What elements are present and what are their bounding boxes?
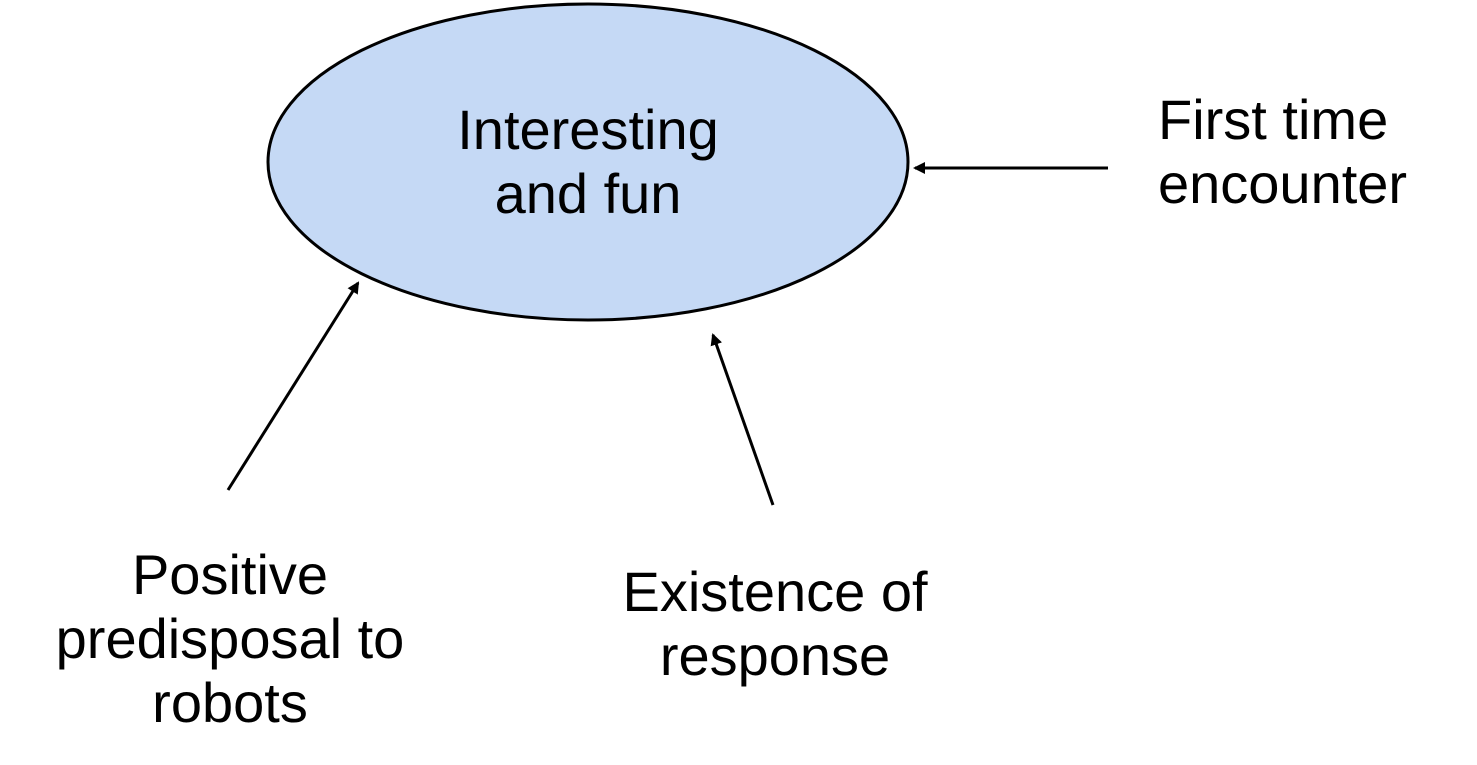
factor-positive-predisposal: Positive predisposal to robots	[10, 543, 450, 735]
arrow-existence-of-response	[710, 333, 775, 506]
factor-first-time-encounter-line-1: First time	[1158, 88, 1389, 151]
factor-positive-predisposal-line-1: Positive	[131, 543, 329, 606]
factor-positive-predisposal-line-2: predisposal to	[55, 607, 405, 670]
factor-first-time-encounter-line-2: encounter	[1158, 152, 1408, 215]
factor-existence-of-response-line-1: Existence of	[622, 560, 928, 623]
central-node-label: Interesting and fun	[428, 98, 748, 226]
factor-first-time-encounter: First time encounter	[1158, 88, 1473, 216]
central-node-line-1: Interesting	[457, 98, 719, 161]
factor-existence-of-response: Existence of response	[565, 560, 985, 688]
central-node-line-2: and fun	[494, 162, 682, 225]
factor-existence-of-response-line-2: response	[659, 624, 891, 687]
factor-positive-predisposal-line-3: robots	[152, 671, 308, 734]
arrow-positive-predisposal	[226, 281, 360, 491]
central-node-ellipse	[266, 2, 910, 322]
